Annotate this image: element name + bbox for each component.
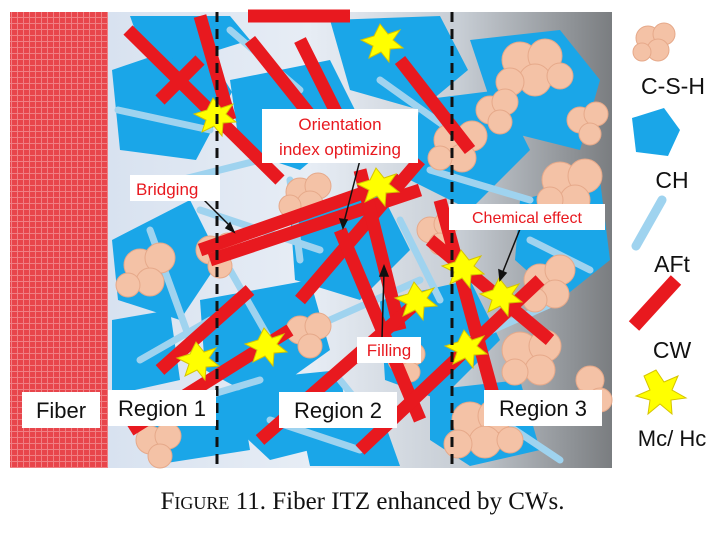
region-dividers (215, 12, 454, 468)
mc-hc-star (192, 97, 238, 138)
mc-hc-star (443, 329, 489, 370)
legend-aft-label: AFt (654, 251, 690, 277)
legend-csh-icon (632, 22, 676, 62)
legend-mc-hc-icon (634, 369, 688, 416)
legend: C-S-H CH AFt CW Mc/ Hc (628, 22, 706, 451)
legend-ch-icon (632, 108, 680, 156)
mc-hc-star (478, 277, 524, 318)
legend-aft-icon (631, 195, 667, 251)
mc-hc-star (359, 23, 405, 64)
mc-hc-stars (175, 23, 524, 382)
label-fiber: Fiber (36, 398, 86, 423)
mc-hc-star (440, 249, 486, 290)
label-orientation-line1: Orientation (298, 115, 381, 134)
caption-text: 11. Fiber ITZ enhanced by CWs. (235, 488, 565, 515)
annotation-labels: Bridging Orientation index optimizing Ch… (130, 109, 605, 363)
label-region-3: Region 3 (499, 396, 587, 421)
label-region-2: Region 2 (294, 398, 382, 423)
mc-hc-star (355, 167, 401, 208)
mc-hc-star (243, 327, 289, 368)
label-filling: Filling (367, 341, 411, 360)
caption-prefix: Figure (160, 488, 230, 515)
label-bridging: Bridging (136, 180, 198, 199)
label-region-1: Region 1 (118, 396, 206, 421)
label-chemical-effect: Chemical effect (472, 210, 583, 227)
legend-cw-label: CW (653, 337, 692, 363)
legend-ch-label: CH (655, 167, 688, 193)
legend-mc-hc-label: Mc/ Hc (638, 426, 706, 451)
figure-caption: Figure 11. Fiber ITZ enhanced by CWs. (0, 488, 725, 516)
legend-cw-icon (628, 275, 682, 331)
label-orientation-line2: index optimizing (279, 140, 401, 159)
mc-hc-star (393, 281, 439, 322)
legend-csh-label: C-S-H (641, 73, 705, 99)
region-labels: Fiber Region 1 Region 2 Region 3 (22, 390, 602, 428)
annotation-arrows (199, 159, 523, 339)
mc-hc-star (175, 341, 221, 382)
